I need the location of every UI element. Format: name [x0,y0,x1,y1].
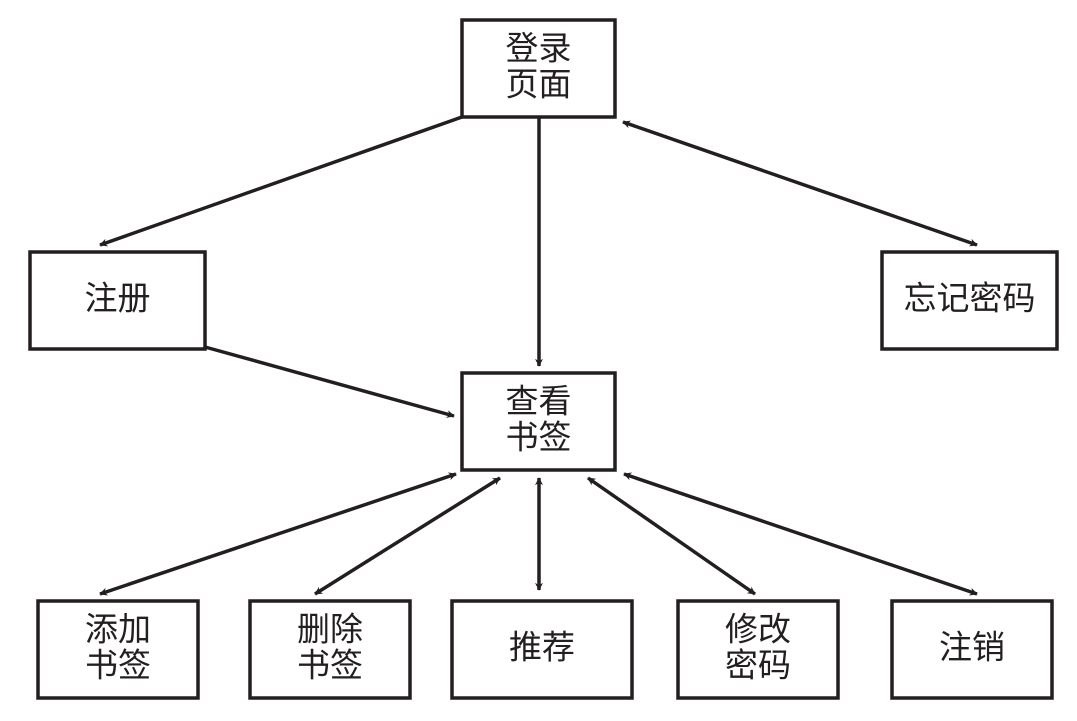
edge-view-to-logout [623,472,978,596]
node-box-add [36,599,200,700]
node-box-change-pw [676,599,840,700]
node-label-view-line-1: 查看 [506,382,572,421]
node-box-logout [890,599,1054,700]
node-box-view [460,371,617,472]
node-box-recommend [450,599,634,700]
node-label-add-line-1: 添加 [85,610,151,649]
edge-login-to-forgot [622,120,978,247]
node-recommend: 推荐 [450,599,634,700]
nodes-layer: 登录页面注册忘记密码查看书签添加书签删除书签推荐修改密码注销 [28,18,1059,700]
edges-layer [99,115,978,596]
node-label-view-line-2: 书签 [506,418,572,457]
node-box-delete [248,599,412,700]
node-label-register-line-1: 注册 [85,279,151,318]
node-forgot: 忘记密码 [880,250,1059,351]
edge-register-to-view [204,345,455,418]
edge-view-to-change-pw [587,476,756,596]
node-box-login [460,18,617,119]
edge-view-to-delete [314,476,501,596]
node-logout: 注销 [890,599,1054,700]
node-box-register [28,250,207,351]
node-box-forgot [880,250,1059,351]
node-label-login-line-2: 页面 [506,65,572,104]
node-label-add-line-2: 书签 [85,646,151,685]
node-label-delete-line-2: 书签 [297,646,363,685]
node-label-logout-line-1: 注销 [939,628,1005,667]
edge-view-to-add [99,472,457,596]
node-label-login-line-1: 登录 [506,29,572,68]
node-label-change-pw-line-1: 修改 [725,610,791,649]
node-label-forgot-line-1: 忘记密码 [904,279,1036,318]
node-label-delete-line-1: 删除 [297,610,363,649]
node-register: 注册 [28,250,207,351]
node-label-recommend-line-1: 推荐 [509,628,575,667]
edge-login-to-register [99,115,463,247]
node-label-change-pw-line-2: 密码 [725,646,791,685]
